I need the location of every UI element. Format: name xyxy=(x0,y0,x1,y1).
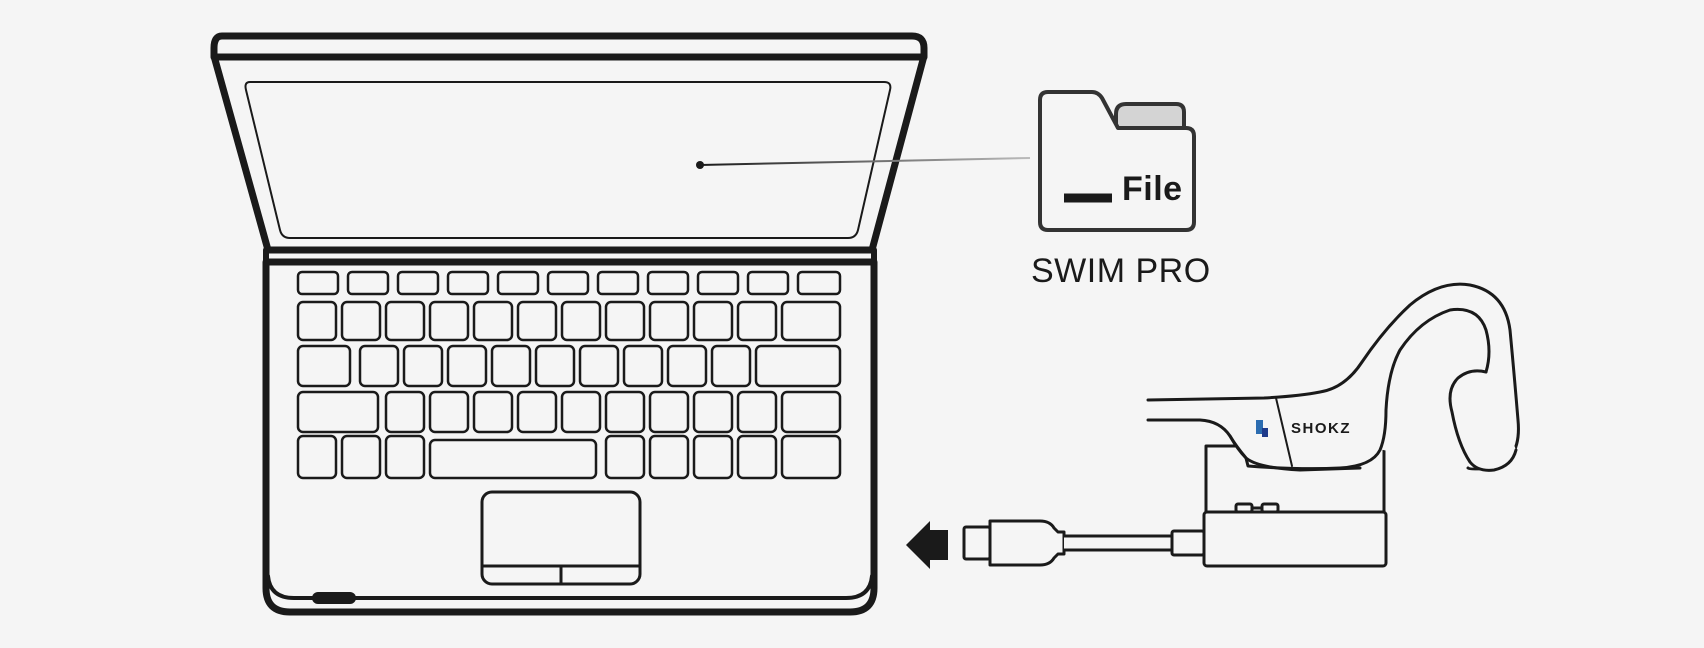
laptop-screen xyxy=(244,81,892,239)
drive-name-label: SWIM PRO xyxy=(1031,252,1211,290)
laptop-lid xyxy=(210,32,928,254)
trackpad xyxy=(480,490,642,586)
usb-cable xyxy=(962,519,1206,567)
headphones xyxy=(1146,282,1520,472)
brand-mark xyxy=(1256,420,1263,434)
left-arrow-icon xyxy=(906,521,948,569)
pointer-connector xyxy=(696,157,1031,169)
headphones-brand-label: SHOKZ xyxy=(1291,420,1351,437)
spacebar xyxy=(428,438,598,480)
cable-connector xyxy=(1170,529,1206,557)
charging-cradle xyxy=(1202,444,1388,568)
transducer xyxy=(1228,434,1362,472)
keyboard xyxy=(296,270,842,480)
file-label: File xyxy=(1122,170,1183,208)
folder-icon xyxy=(1038,90,1196,232)
usb-c-plug xyxy=(962,525,992,561)
earpiece xyxy=(1448,369,1518,472)
laptop xyxy=(210,32,928,616)
